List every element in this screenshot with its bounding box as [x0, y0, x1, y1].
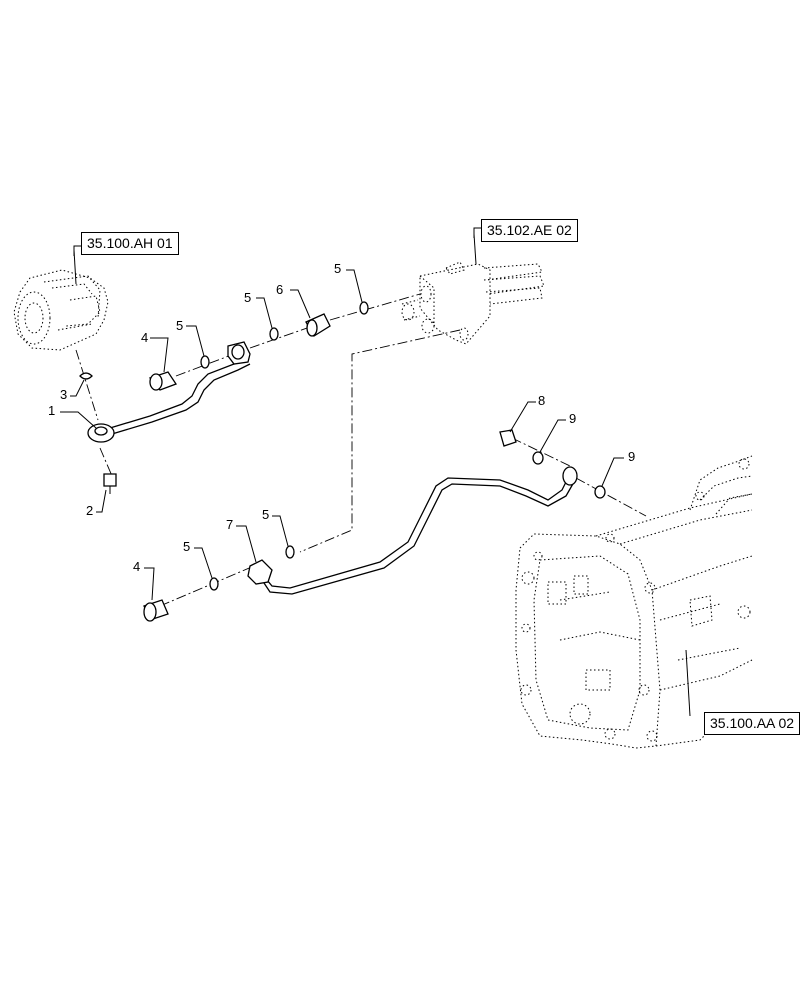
callout-5-upper-mid: 5: [244, 290, 252, 305]
hydraulic-pump: [13, 249, 109, 351]
callout-7: 7: [226, 517, 234, 532]
reference-pump[interactable]: 35.100.AH 01: [81, 232, 179, 255]
control-valve: [401, 233, 545, 345]
callout-9-right: 9: [628, 449, 636, 464]
callout-5-upper-left: 5: [176, 318, 184, 333]
lower-pressure-tube: [247, 466, 578, 595]
callout-5-lower-mid: 5: [262, 507, 270, 522]
callout-5-lower-left: 5: [183, 539, 191, 554]
callout-8: 8: [538, 393, 546, 408]
hardware: [79, 301, 606, 622]
callout-4-upper: 4: [141, 330, 149, 345]
upper-pressure-tube: [87, 341, 251, 443]
reference-valve[interactable]: 35.102.AE 02: [481, 219, 578, 242]
callout-5-upper-right: 5: [334, 261, 342, 276]
callout-4-lower: 4: [133, 559, 141, 574]
callout-3: 3: [60, 387, 68, 402]
callout-9-upper: 9: [569, 411, 577, 426]
leader-lines: [60, 227, 624, 601]
callout-6: 6: [276, 282, 284, 297]
reference-transmission[interactable]: 35.100.AA 02: [704, 712, 801, 735]
transmission-housing: [515, 455, 753, 749]
centerlines: [75, 293, 647, 607]
callout-2: 2: [86, 503, 94, 518]
callout-1: 1: [48, 403, 56, 418]
